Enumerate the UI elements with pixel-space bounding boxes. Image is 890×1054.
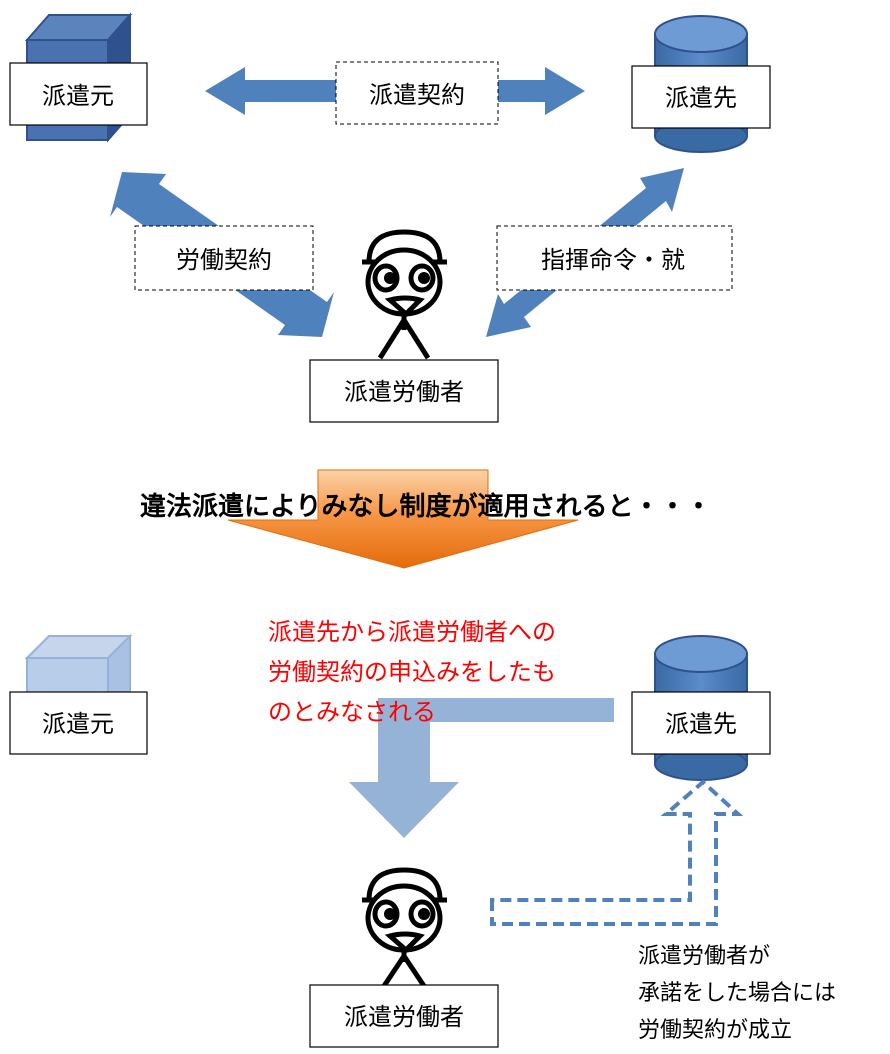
dispatcher-box-bottom: 派遣元 — [9, 691, 148, 755]
dispatch-contract-box: 派遣契約 — [335, 61, 499, 125]
offer-arrow — [349, 698, 614, 838]
labor-contract-label: 労働契約 — [176, 246, 272, 274]
worker-label-bottom: 派遣労働者 — [344, 1003, 464, 1031]
worker-figure-icon — [362, 229, 447, 360]
dispatcher-label-bottom: 派遣元 — [42, 710, 114, 738]
client-box-bottom: 派遣先 — [631, 691, 771, 755]
transition-arrow — [227, 469, 579, 569]
worker-box-bottom: 派遣労働者 — [309, 984, 499, 1048]
acceptance-note: 派遣労働者が 承諾をした場合には 労働契約が成立 — [638, 938, 888, 1049]
offer-line-1: 派遣先から派遣労働者への — [268, 618, 556, 646]
dispatcher-label: 派遣元 — [42, 82, 114, 110]
client-label: 派遣先 — [665, 84, 737, 112]
command-label: 指揮命令・就 — [541, 246, 685, 274]
offer-line-3: のとみなされる — [268, 698, 436, 726]
offer-line-2: 労働契約の申込みをしたも — [268, 658, 556, 686]
client-label-bottom: 派遣先 — [665, 710, 737, 738]
dispatcher-box: 派遣元 — [9, 62, 148, 126]
command-box: 指揮命令・就 — [496, 225, 733, 291]
worker-figure-bottom-icon — [362, 867, 447, 994]
headline-text: 違法派遣によりみなし制度が適用されると・・・ — [140, 492, 712, 522]
client-box: 派遣先 — [631, 65, 771, 129]
worker-label: 派遣労働者 — [344, 378, 464, 406]
acceptance-arrow — [490, 779, 744, 926]
offer-text: 派遣先から派遣労働者への 労働契約の申込みをしたも のとみなされる — [268, 612, 618, 732]
labor-contract-box: 労働契約 — [134, 225, 314, 291]
note-line-2: 承諾をした場合には — [638, 981, 837, 1006]
worker-box: 派遣労働者 — [309, 359, 499, 423]
note-line-3: 労働契約が成立 — [638, 1018, 793, 1043]
dispatch-contract-label: 派遣契約 — [369, 81, 465, 109]
note-line-1: 派遣労働者が — [638, 944, 771, 969]
